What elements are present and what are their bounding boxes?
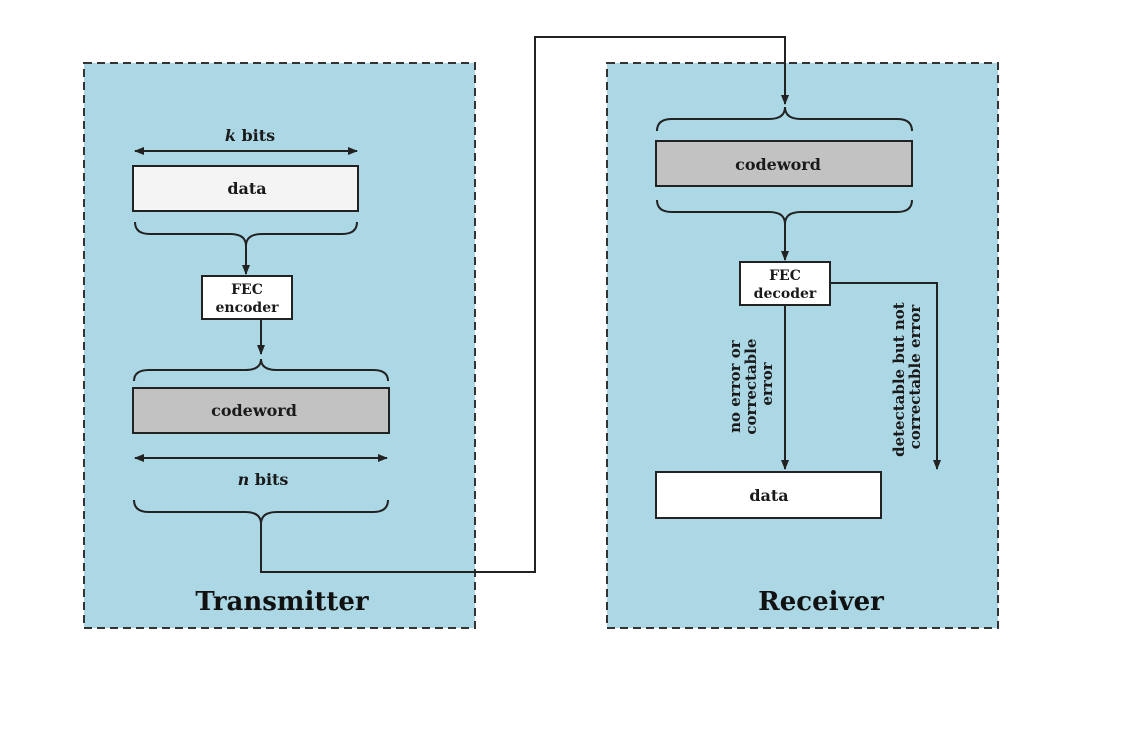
tx-data-label: data (227, 179, 266, 198)
path-ok-label: no error or correctable error (726, 333, 776, 434)
tx-codeword-box (132, 387, 390, 434)
rx-codeword-box (655, 140, 913, 187)
arrow-decoder-error-path (830, 282, 941, 470)
fec-decoder-line2: decoder (754, 286, 817, 302)
fec-encoder-box (201, 275, 293, 320)
rx-data-box (655, 471, 882, 519)
rx-codeword-label: codeword (735, 155, 821, 174)
receiver-title: Receiver (758, 587, 884, 617)
tx-codeword-top-brace (133, 358, 389, 382)
transmitter-panel: k bits data FEC encoder codeword n bits … (83, 62, 476, 629)
fec-encoder-line2: encoder (215, 300, 279, 316)
tx-codeword-label: codeword (211, 401, 297, 420)
rx-data-label: data (749, 486, 788, 505)
channel-connector (260, 36, 789, 573)
rx-codeword-top-brace (656, 106, 913, 132)
path-error-label: detectable but not correctable error (890, 297, 924, 457)
fec-encoder-line1: FEC (231, 282, 263, 298)
n-bits-label: n bits (238, 470, 289, 489)
k-bits-label: k bits (225, 126, 275, 145)
fec-decoder-line1: FEC (769, 268, 801, 284)
transmitter-title: Transmitter (195, 587, 368, 617)
tx-data-box (132, 165, 359, 212)
receiver-panel: codeword FEC decoder no error or correct… (606, 62, 999, 629)
